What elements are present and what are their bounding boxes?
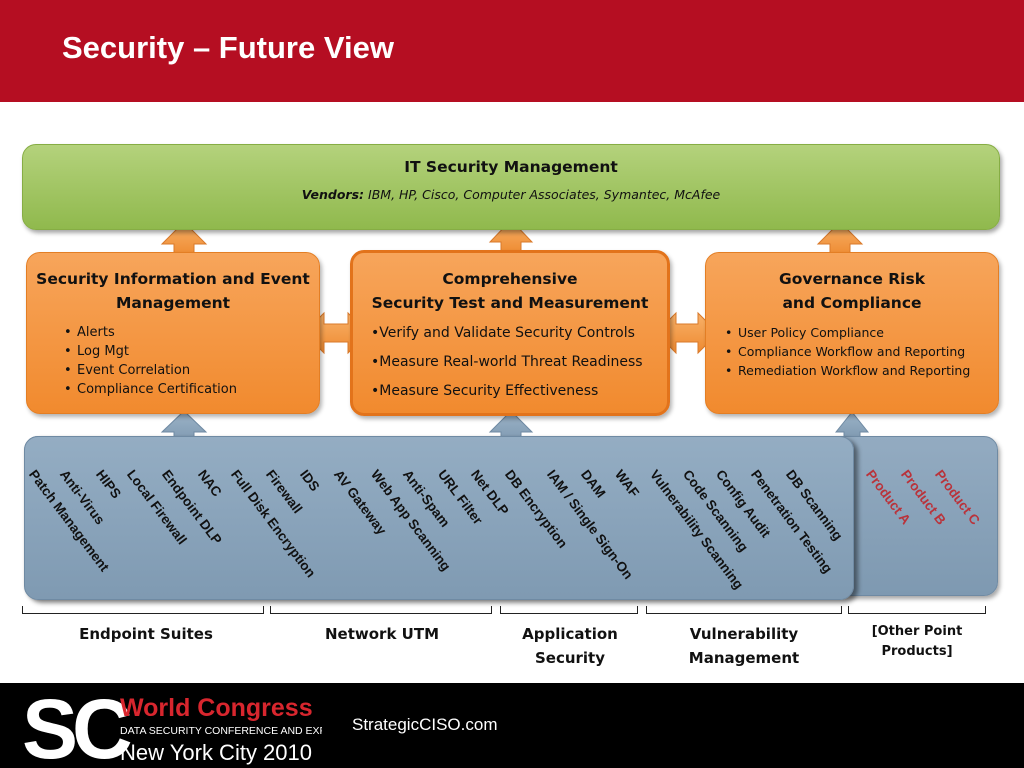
siem-box: Security Information and Event Managemen… [26, 252, 320, 414]
category-vuln-line2: Management [688, 649, 800, 667]
list-item: Remediation Workflow and Reporting [725, 361, 998, 380]
grc-list: User Policy Compliance Compliance Workfl… [725, 323, 998, 380]
logo-line2: DATA SECURITY CONFERENCE AND EXPO [120, 725, 322, 737]
it-security-title: IT Security Management [404, 158, 618, 176]
siem-title-line2: Management [115, 294, 231, 312]
product-label: DAM [578, 467, 609, 501]
vendors-line: Vendors: IBM, HP, Cisco, Computer Associ… [23, 187, 999, 202]
category-vuln-line1: Vulnerability [689, 625, 799, 643]
grc-title: Governance Risk and Compliance [706, 267, 998, 315]
category-app-line1: Application [522, 625, 618, 643]
footer-band: SC World Congress DATA SECURITY CONFEREN… [0, 683, 1024, 768]
header-band [0, 0, 1024, 102]
grc-title-line2: and Compliance [782, 294, 922, 312]
category-network-utm: Network UTM [325, 625, 439, 643]
category-vulnerability-management: Vulnerability Management [646, 622, 842, 670]
grc-title-line1: Governance Risk [778, 270, 926, 288]
footer-url[interactable]: StrategicCISO.com [352, 715, 498, 734]
siem-title: Security Information and Event Managemen… [27, 267, 319, 315]
list-item: Measure Real-world Threat Readiness [371, 348, 667, 377]
list-item: Log Mgt [64, 342, 319, 361]
sc-world-congress-logo: SC World Congress DATA SECURITY CONFEREN… [22, 688, 322, 766]
bracket-endpoint [22, 606, 264, 614]
siem-list: Alerts Log Mgt Event Correlation Complia… [64, 323, 319, 399]
siem-title-line1: Security Information and Event [36, 270, 310, 288]
list-item: User Policy Compliance [725, 323, 998, 342]
cstm-title-line1: Comprehensive [442, 270, 578, 288]
category-other-point-products: [Other Point Products] [846, 622, 988, 662]
bracket-vulnerability [646, 606, 842, 614]
category-other-line2: Products] [881, 644, 953, 659]
bracket-other [848, 606, 986, 614]
cstm-list: Verify and Validate Security Controls Me… [371, 319, 667, 406]
slide-title: Security – Future View [62, 30, 394, 65]
product-label: HIPS [93, 467, 124, 502]
point-products-box: Patch Management Anti-Virus HIPS Local F… [24, 436, 854, 600]
security-test-measurement-box: Comprehensive Security Test and Measurem… [350, 250, 670, 416]
logo-line3: New York City 2010 [120, 740, 312, 765]
logo-line1: World Congress [120, 694, 313, 722]
category-endpoint-suites: Endpoint Suites [79, 625, 213, 643]
list-item: Verify and Validate Security Controls [371, 319, 667, 348]
list-item: Compliance Certification [64, 380, 319, 399]
bracket-application [500, 606, 638, 614]
list-item: Measure Security Effectiveness [371, 377, 667, 406]
cstm-title: Comprehensive Security Test and Measurem… [353, 267, 667, 315]
logo-mark: SC [22, 688, 131, 766]
product-label: IDS [297, 467, 323, 495]
list-item: Alerts [64, 323, 319, 342]
bracket-network [270, 606, 492, 614]
category-other-line1: [Other Point [871, 624, 963, 639]
it-security-management-box: IT Security Management Vendors: IBM, HP,… [22, 144, 1000, 230]
category-application-security: Application Security [498, 622, 642, 670]
list-item: Compliance Workflow and Reporting [725, 342, 998, 361]
vendors-label: Vendors: [301, 187, 365, 202]
list-item: Event Correlation [64, 361, 319, 380]
cstm-title-line2: Security Test and Measurement [371, 294, 649, 312]
governance-risk-compliance-box: Governance Risk and Compliance User Poli… [705, 252, 999, 414]
product-label: WAF [612, 467, 643, 500]
product-label: NAC [195, 467, 225, 500]
vendors-list: IBM, HP, Cisco, Computer Associates, Sym… [368, 187, 721, 202]
category-app-line2: Security [534, 649, 606, 667]
